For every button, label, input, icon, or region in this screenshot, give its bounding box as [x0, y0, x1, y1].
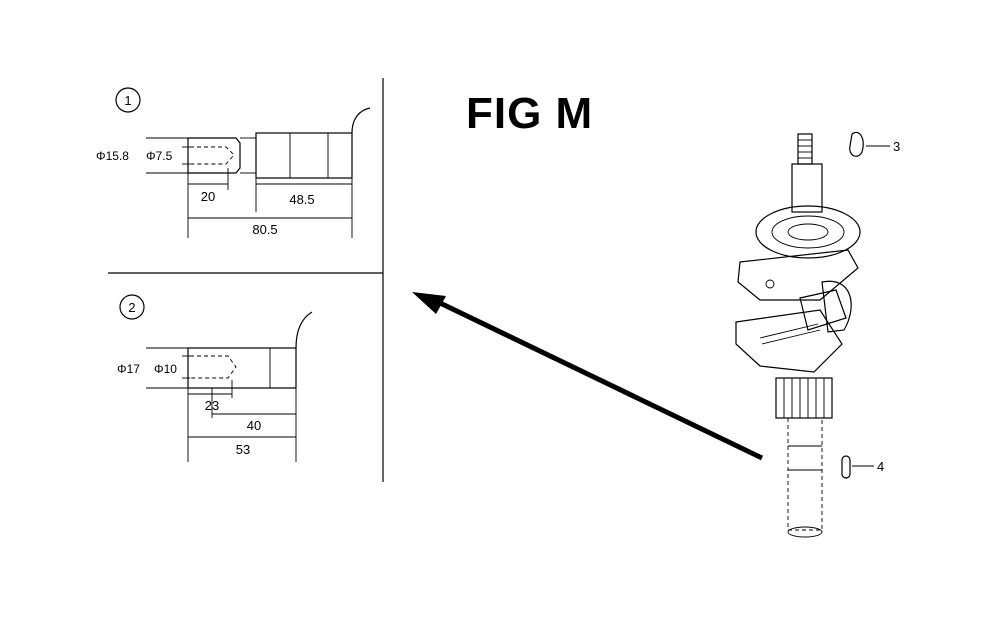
detail-2-number-circle [119, 294, 145, 320]
crankshaft-counterweight [821, 280, 852, 333]
crankshaft-gear [775, 377, 833, 419]
detail-1: 1 Φ15.8 Φ7.5 20 48.5 80.5 [96, 87, 371, 238]
detail-1-web-curve [351, 107, 371, 134]
detail-2-dim-23: 23 [205, 398, 219, 413]
detail-1-number: 1 [124, 93, 131, 108]
detail-1-inner-diameter: Φ7.5 [146, 149, 173, 163]
detail-1-outer-diameter: Φ15.8 [96, 149, 129, 163]
detail-1-shaft-body [255, 132, 353, 179]
crankshaft-bearing [755, 205, 861, 259]
detail-1-bore [190, 146, 235, 165]
detail-2-shaft-outline [187, 347, 297, 389]
figure-title: FIG M [466, 89, 594, 138]
detail-2-web-curve [295, 311, 313, 349]
detail-1-shaft-outline [187, 137, 241, 174]
detail-1-dim-48-5: 48.5 [289, 192, 314, 207]
part-4-callout: 4 [877, 459, 884, 474]
detail-2-bore [190, 355, 237, 379]
crankshaft-thread [797, 133, 813, 165]
detail-2-dim-40: 40 [247, 418, 261, 433]
detail-2-dim-53: 53 [236, 442, 250, 457]
part-3-key [849, 131, 864, 157]
detail-1-dim-20: 20 [201, 189, 215, 204]
detail-1-number-circle [115, 87, 141, 113]
crankshaft-illustration: 3 4 [735, 131, 900, 538]
detail-2-inner-diameter: Φ10 [154, 362, 177, 376]
arrow-head [412, 292, 446, 314]
detail-2-number: 2 [128, 300, 135, 315]
part-4-key [841, 455, 851, 479]
crankshaft-pto-shaft [787, 418, 823, 531]
crankshaft-lower-web [735, 309, 843, 373]
pointer-arrow [412, 292, 764, 461]
crankshaft-upper-web [737, 249, 859, 301]
crankshaft-crank-pin [799, 289, 847, 331]
detail-2: 2 Φ17 Φ10 23 40 53 [117, 294, 313, 462]
detail-1-dim-80-5: 80.5 [252, 222, 277, 237]
part-3-callout: 3 [893, 139, 900, 154]
detail-2-outer-diameter: Φ17 [117, 362, 140, 376]
crankshaft-upper-shaft [791, 163, 823, 213]
